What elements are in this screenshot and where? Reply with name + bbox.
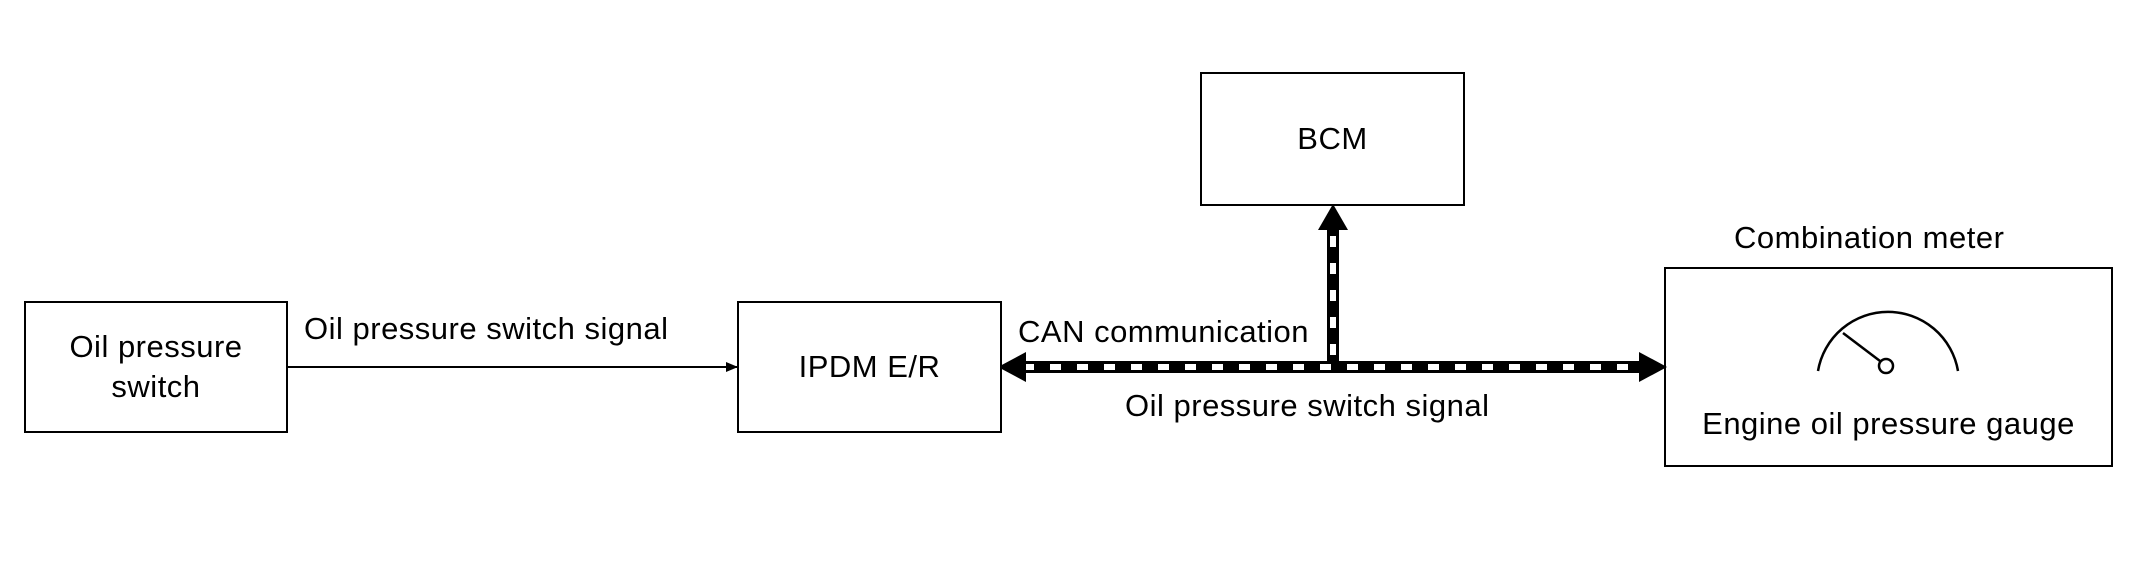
ipdm-box: IPDM E/R	[737, 301, 1002, 433]
oil-pressure-switch-box: Oil pressure switch	[24, 301, 288, 433]
combination-meter-box: Engine oil pressure gauge	[1664, 267, 2113, 467]
bcm-label: BCM	[1297, 120, 1368, 156]
can-bus-to-bcm	[1318, 204, 1348, 362]
bcm-box: BCM	[1200, 72, 1465, 206]
can-bus-line	[998, 352, 1667, 382]
ipdm-label: IPDM E/R	[798, 348, 941, 384]
can-up-arrowhead	[1318, 204, 1348, 230]
can-right-arrowhead	[1639, 352, 1667, 382]
can-communication-label: CAN communication	[1018, 314, 1310, 349]
oil-pressure-switch-label: Oil pressure switch	[69, 328, 243, 404]
engine-oil-pressure-gauge-label: Engine oil pressure gauge	[1702, 406, 2075, 441]
can-signal-label: Oil pressure switch signal	[1125, 388, 1490, 423]
combination-meter-title: Combination meter	[1734, 220, 2005, 255]
can-left-arrowhead	[998, 352, 1026, 382]
gauge-icon	[1816, 310, 1960, 375]
switch-signal-label: Oil pressure switch signal	[304, 311, 669, 346]
